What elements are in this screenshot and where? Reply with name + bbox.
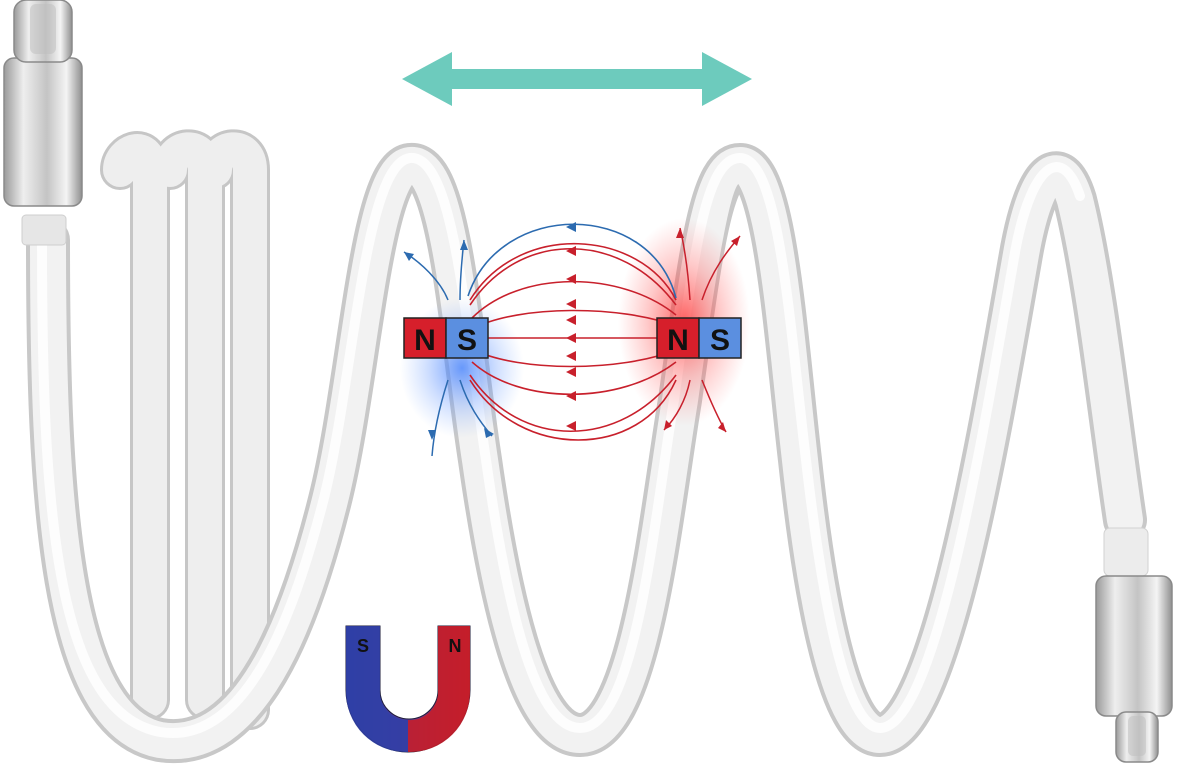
bar-magnet-right: N S <box>656 317 742 359</box>
magnet-right-n-label: N <box>667 324 689 357</box>
field-arrowheads <box>566 246 576 431</box>
cable-main <box>26 142 1147 764</box>
field-arrowhead <box>566 222 576 232</box>
horseshoe-s-label: S <box>357 636 369 656</box>
usb-c-connector-icon <box>3 0 83 246</box>
magnet-right-s-label: S <box>710 324 730 357</box>
horseshoe-magnet-icon: S N <box>345 625 471 753</box>
magnet-left-s-label: S <box>457 324 477 357</box>
cable-coil-back <box>100 129 270 730</box>
magnet-left-n-label: N <box>414 324 436 357</box>
double-arrow-icon <box>402 52 752 106</box>
bar-magnet-left: N S <box>403 317 489 359</box>
usb-c-connector-icon <box>1095 527 1173 763</box>
horseshoe-n-label: N <box>449 636 462 656</box>
